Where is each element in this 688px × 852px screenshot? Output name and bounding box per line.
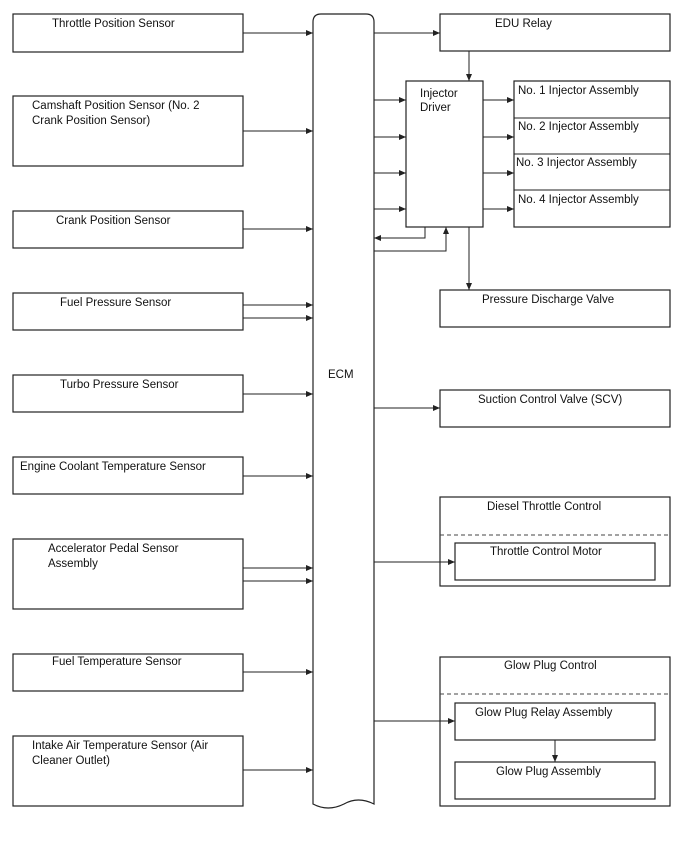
injector-3-label: No. 3 Injector Assembly [516,157,637,169]
ecm-label: ECM [328,369,354,381]
intake-air-temperature-sensor-label-line2: Cleaner Outlet) [32,755,110,767]
glow-plug-relay-assembly-label: Glow Plug Relay Assembly [475,707,613,719]
fuel-temperature-sensor-box: Fuel Temperature Sensor [12,653,244,692]
throttle-position-sensor-label: Throttle Position Sensor [52,18,175,30]
suction-control-valve-box: Suction Control Valve (SCV) [439,389,671,428]
injector-1-label: No. 1 Injector Assembly [518,85,639,97]
injector-2-label: No. 2 Injector Assembly [518,121,639,133]
injector-driver-label-line1: Injector [420,88,458,100]
crank-position-sensor-box: Crank Position Sensor [12,210,244,249]
accelerator-pedal-sensor-label-line2: Assembly [48,558,98,570]
injector-driver-box: Injector Driver [405,80,484,228]
edu-relay-box: EDU Relay [439,13,671,52]
pressure-discharge-valve-box: Pressure Discharge Valve [439,289,671,328]
pressure-discharge-valve-label: Pressure Discharge Valve [482,294,614,306]
injector-assemblies: No. 1 Injector Assembly No. 2 Injector A… [513,80,671,228]
turbo-pressure-sensor-box: Turbo Pressure Sensor [12,374,244,413]
driver-to-injector-arrows [483,97,514,212]
engine-coolant-temperature-sensor-box: Engine Coolant Temperature Sensor [12,456,244,495]
fuel-pressure-sensor-label: Fuel Pressure Sensor [60,297,171,309]
camshaft-position-sensor-box: Camshaft Position Sensor (No. 2 Crank Po… [12,95,244,167]
engine-coolant-temperature-sensor-label: Engine Coolant Temperature Sensor [20,461,206,473]
edu-relay-label: EDU Relay [495,18,552,30]
accelerator-pedal-sensor-label-line1: Accelerator Pedal Sensor [48,543,179,555]
throttle-control-motor-label: Throttle Control Motor [490,546,602,558]
intake-air-temperature-sensor-box: Intake Air Temperature Sensor (Air Clean… [12,735,244,807]
intake-air-temperature-sensor-label-line1: Intake Air Temperature Sensor (Air [32,740,208,752]
camshaft-position-sensor-label-line1: Camshaft Position Sensor (No. 2 [32,100,199,112]
fuel-temperature-sensor-label: Fuel Temperature Sensor [52,656,182,668]
glow-plug-assembly-label: Glow Plug Assembly [496,766,601,778]
injector-4-label: No. 4 Injector Assembly [518,194,639,206]
glow-plug-control-label: Glow Plug Control [504,660,597,672]
turbo-pressure-sensor-label: Turbo Pressure Sensor [60,379,179,391]
glow-plug-control-box: Glow Plug Control Glow Plug Relay Assemb… [439,656,671,807]
injector-driver-label-line2: Driver [420,102,451,114]
suction-control-valve-label: Suction Control Valve (SCV) [478,394,622,406]
ecm-to-injector-driver-arrows [374,97,449,252]
fuel-pressure-sensor-box: Fuel Pressure Sensor [12,292,244,331]
arrow-driver-feedback-to-ecm [374,227,426,241]
throttle-position-sensor-box: Throttle Position Sensor [12,13,244,53]
input-arrows [243,30,313,773]
camshaft-position-sensor-label-line2: Crank Position Sensor) [32,115,150,127]
ecm-box: ECM [312,13,375,809]
diesel-throttle-control-label: Diesel Throttle Control [487,501,601,513]
crank-position-sensor-label: Crank Position Sensor [56,215,171,227]
accelerator-pedal-sensor-box: Accelerator Pedal Sensor Assembly [12,538,244,610]
arrow-ecm-to-driver-bottom [374,227,449,252]
diesel-throttle-control-box: Diesel Throttle Control Throttle Control… [439,496,671,587]
